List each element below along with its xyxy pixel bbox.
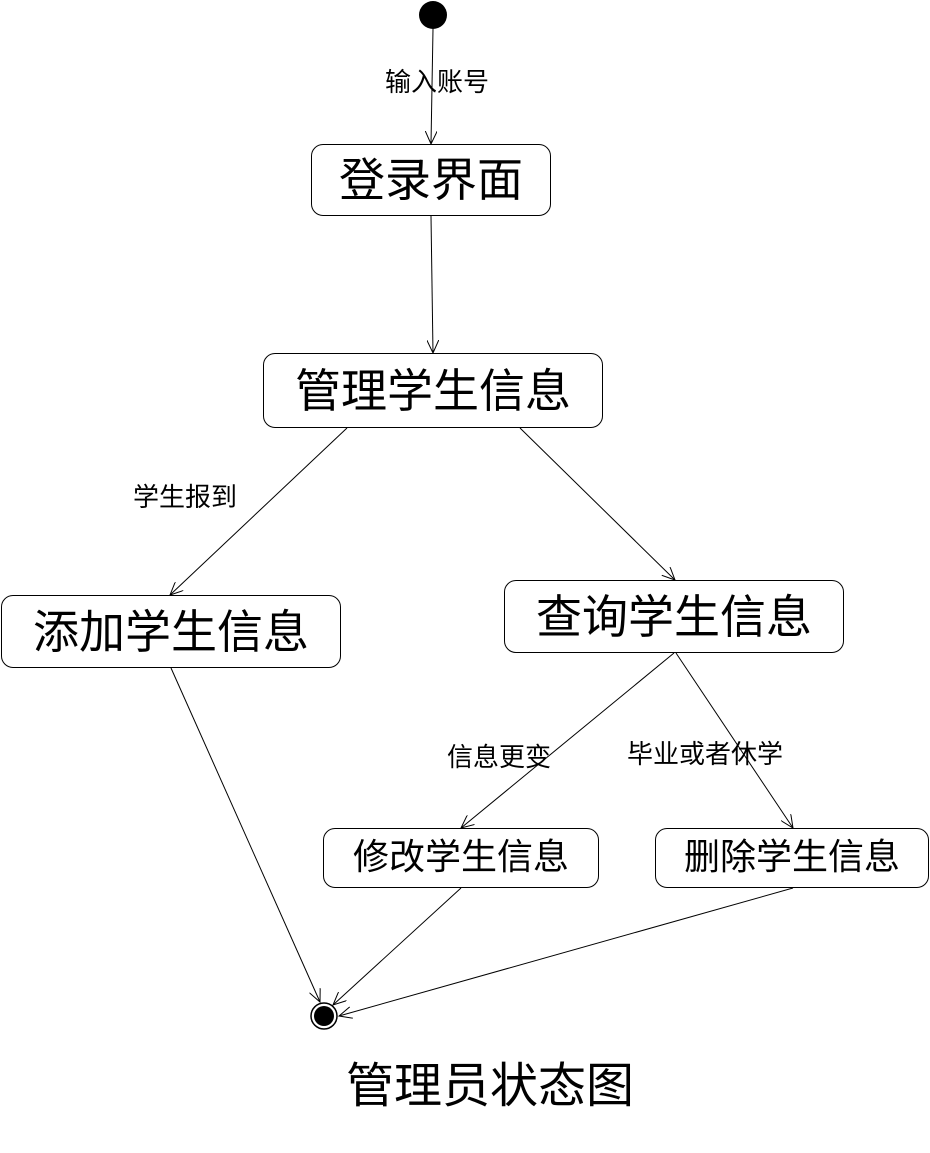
edge-login-to-manage — [431, 215, 433, 353]
edge-modify-to-final — [333, 887, 462, 1005]
final-state-node — [310, 1002, 338, 1030]
state-delete-student-info: 删除学生信息 — [655, 828, 929, 888]
state-login-label: 登录界面 — [339, 153, 523, 207]
state-delete-label: 删除学生信息 — [683, 837, 900, 878]
state-login: 登录界面 — [311, 144, 551, 216]
edge-manage-to-query — [519, 427, 675, 580]
state-query-student-info: 查询学生信息 — [504, 580, 844, 653]
state-modify-label: 修改学生信息 — [352, 837, 569, 878]
label-graduate-or-suspend: 毕业或者休学 — [627, 740, 784, 770]
label-enter-account: 输入账号 — [385, 68, 490, 98]
state-manage-student-info: 管理学生信息 — [263, 353, 603, 428]
label-student-register: 学生报到 — [133, 483, 238, 513]
edge-initial-to-login — [431, 28, 433, 144]
state-add-student-info: 添加学生信息 — [1, 595, 341, 668]
state-modify-student-info: 修改学生信息 — [323, 828, 599, 888]
edge-manage-to-add — [170, 427, 348, 595]
label-info-change: 信息更变 — [447, 743, 552, 773]
edge-add-to-final — [170, 667, 320, 1002]
initial-state-node — [419, 1, 447, 29]
state-manage-label: 管理学生信息 — [295, 363, 571, 418]
state-add-label: 添加学生信息 — [33, 604, 309, 659]
state-query-label: 查询学生信息 — [536, 589, 812, 644]
diagram-title: 管理员状态图 — [345, 1058, 634, 1114]
edge-delete-to-final — [339, 887, 794, 1016]
edge-query-to-delete — [675, 652, 793, 828]
edge-query-to-modify — [461, 652, 675, 828]
